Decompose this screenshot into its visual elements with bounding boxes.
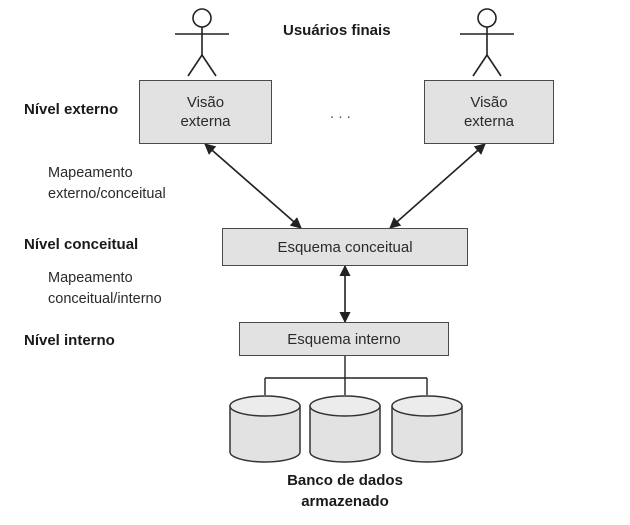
arrow-right-view-to-conceptual — [389, 143, 486, 229]
storage-connector-tree — [264, 356, 428, 395]
end-users-label: Usuários finais — [283, 22, 391, 39]
arrow-left-view-to-conceptual — [204, 143, 302, 229]
external-level-label: Nível externo — [24, 101, 119, 118]
ellipsis: . . . — [330, 105, 351, 122]
database-disk-icon — [309, 395, 381, 463]
internal-level-label: Nível interno — [24, 332, 115, 349]
external-view-box-right: Visão externa — [424, 80, 554, 144]
end-user-icon-left — [175, 8, 229, 77]
external-conceptual-mapping-label: Mapeamento externo/conceitual — [48, 165, 166, 202]
conceptual-level-label: Nível conceitual — [24, 236, 139, 253]
internal-schema-box: Esquema interno — [239, 322, 449, 356]
stored-database-label: Banco de dados armazenado — [287, 472, 403, 510]
external-view-box-left: Visão externa — [139, 80, 272, 144]
end-user-icon-right — [460, 8, 514, 77]
conceptual-schema-box: Esquema conceitual — [222, 228, 468, 266]
conceptual-internal-mapping-label: Mapeamento conceitual/interno — [48, 270, 162, 307]
database-disk-icon — [391, 395, 463, 463]
database-disk-icon — [229, 395, 301, 463]
